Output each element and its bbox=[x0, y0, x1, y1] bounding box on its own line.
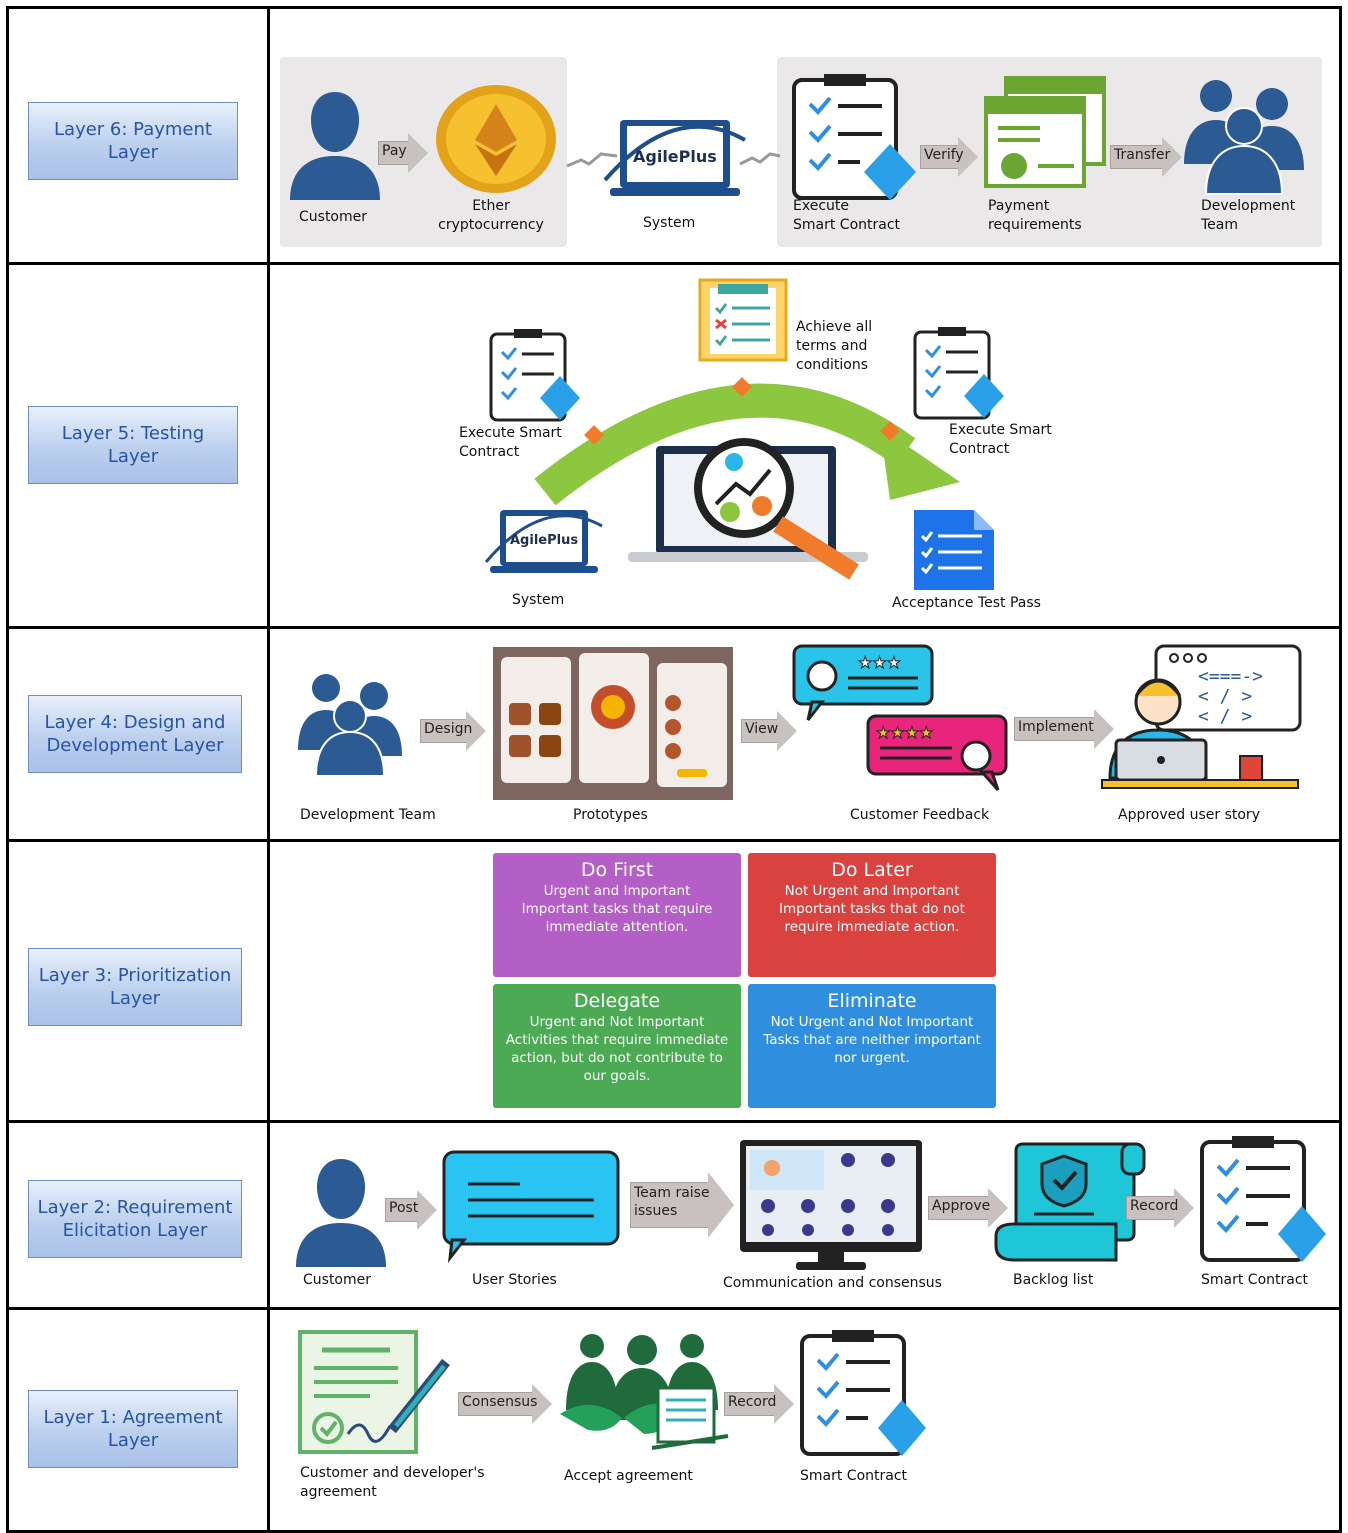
prototypes-screens-image bbox=[493, 647, 733, 800]
row-divider bbox=[9, 1120, 1339, 1123]
smart-contract-icon bbox=[1200, 1136, 1326, 1262]
backlog-caption: Backlog list bbox=[1013, 1272, 1094, 1288]
layer-5-label: Layer 5: Testing Layer bbox=[28, 406, 238, 484]
user-stories-bubble-icon bbox=[442, 1150, 620, 1264]
link-icon bbox=[566, 152, 618, 168]
testing-arc-arrow bbox=[534, 377, 960, 506]
quadrant-title: Do Later bbox=[831, 859, 913, 881]
quadrant-do-later: Do Later Not Urgent and Important Import… bbox=[748, 853, 996, 977]
smart-contract-caption: Smart Contract bbox=[1201, 1272, 1309, 1288]
ether-caption: Ether cryptocurrency bbox=[438, 198, 544, 233]
video-conference-monitor-icon bbox=[740, 1140, 922, 1270]
development-team-icon bbox=[1184, 80, 1304, 195]
implement-arrow: Implement bbox=[1014, 709, 1114, 749]
quadrant-title: Do First bbox=[580, 859, 654, 881]
execute-left-caption: Execute Smart Contract bbox=[459, 425, 562, 460]
layer-grid bbox=[6, 6, 1342, 1533]
agreement-caption: Customer and developer's agreement bbox=[300, 1465, 485, 1500]
ether-coin-icon bbox=[436, 85, 556, 193]
quadrant-delegate: Delegate Urgent and Not Important Activi… bbox=[493, 984, 741, 1108]
column-divider bbox=[267, 9, 270, 1530]
approve-arrow: Approve bbox=[928, 1188, 1008, 1228]
customer-icon bbox=[290, 92, 380, 200]
quadrant-text: Urgent and Important Important tasks tha… bbox=[521, 882, 713, 936]
agileplus-logo-text: AgilePlus bbox=[633, 147, 717, 166]
system-caption: System bbox=[643, 215, 696, 231]
layer-3-label: Layer 3: Prioritization Layer bbox=[28, 948, 242, 1026]
smart-contract-icon bbox=[913, 327, 1004, 420]
customer-caption: Customer bbox=[303, 1272, 372, 1288]
feedback-caption: Customer Feedback bbox=[850, 807, 990, 823]
pay-arrow: Pay bbox=[378, 133, 428, 173]
link-icon bbox=[739, 152, 781, 166]
devteam-caption: Development Team bbox=[300, 807, 436, 823]
stories-caption: User Stories bbox=[472, 1272, 557, 1288]
payment-caption: Payment requirements bbox=[988, 198, 1082, 233]
team-raise-arrow: Team raise issues bbox=[630, 1172, 734, 1238]
accept-caption: Accept agreement bbox=[564, 1468, 693, 1484]
approved-caption: Approved user story bbox=[1118, 807, 1260, 823]
view-arrow: View bbox=[741, 711, 797, 751]
record-arrow: Record bbox=[1126, 1188, 1194, 1228]
quadrant-do-first: Do First Urgent and Important Important … bbox=[493, 853, 741, 977]
development-team-icon bbox=[298, 674, 402, 777]
system-caption: System bbox=[512, 592, 565, 608]
quadrant-text: Not Urgent and Not Important Tasks that … bbox=[763, 1013, 981, 1067]
agileplus-laptop-icon bbox=[484, 510, 603, 573]
prototypes-caption: Prototypes bbox=[573, 807, 648, 823]
backlog-scroll-icon bbox=[994, 1142, 1146, 1262]
layer-6-label: Layer 6: Payment Layer bbox=[28, 102, 238, 180]
quadrant-eliminate: Eliminate Not Urgent and Not Important T… bbox=[748, 984, 996, 1108]
row-divider bbox=[9, 626, 1339, 629]
approved-user-story-icon: <===-> < / > < / > bbox=[1101, 644, 1302, 789]
post-arrow: Post bbox=[385, 1190, 437, 1230]
quadrant-title: Eliminate bbox=[827, 990, 917, 1012]
agileplus-laptop-icon bbox=[603, 120, 746, 196]
record-arrow: Record bbox=[724, 1384, 794, 1424]
layer-4-label: Layer 4: Design and Development Layer bbox=[28, 695, 242, 773]
acceptance-caption: Acceptance Test Pass bbox=[892, 595, 1041, 611]
agileplus-logo-text: AgilePlus bbox=[510, 533, 579, 548]
analytics-laptop-icon bbox=[628, 438, 868, 580]
svg-text:★★★★: ★★★★ bbox=[876, 723, 933, 742]
smart-contract-caption: Smart Contract bbox=[800, 1468, 908, 1484]
communication-caption: Communication and consensus bbox=[723, 1275, 942, 1291]
smart-contract-icon bbox=[800, 1330, 926, 1456]
devteam-caption: Development Team bbox=[1201, 198, 1296, 233]
row-divider bbox=[9, 1307, 1339, 1310]
layer-1-label: Layer 1: Agreement Layer bbox=[28, 1390, 238, 1468]
verify-arrow: Verify bbox=[920, 137, 978, 177]
transfer-arrow: Transfer bbox=[1110, 137, 1182, 177]
achieve-caption: Achieve all terms and conditions bbox=[796, 319, 873, 373]
checklist-icon bbox=[698, 278, 788, 362]
customer-caption: Customer bbox=[299, 209, 368, 225]
smart-contract-icon bbox=[489, 329, 580, 422]
svg-text:< / >: < / > bbox=[1198, 706, 1252, 727]
agreement-document-icon bbox=[298, 1330, 450, 1454]
svg-text:< / >: < / > bbox=[1198, 686, 1252, 707]
svg-text:★★★: ★★★ bbox=[858, 653, 901, 672]
consensus-arrow: Consensus bbox=[458, 1384, 552, 1424]
customer-feedback-icon: ★★★ ★★★★ bbox=[792, 644, 1008, 791]
payment-requirements-icon bbox=[984, 76, 1106, 188]
acceptance-document-icon bbox=[914, 510, 994, 590]
execute-right-caption: Execute Smart Contract bbox=[949, 422, 1052, 457]
quadrant-text: Urgent and Not Important Activities that… bbox=[505, 1013, 729, 1085]
smart-contract-icon bbox=[792, 74, 916, 200]
design-arrow: Design bbox=[420, 711, 486, 751]
svg-text:<===->: <===-> bbox=[1198, 666, 1263, 687]
layer-2-label: Layer 2: Requirement Elicitation Layer bbox=[28, 1180, 242, 1258]
row-divider bbox=[9, 839, 1339, 842]
execute-caption: Execute Smart Contract bbox=[793, 198, 901, 233]
quadrant-title: Delegate bbox=[573, 990, 661, 1012]
row-divider bbox=[9, 262, 1339, 265]
quadrant-text: Not Urgent and Important Important tasks… bbox=[779, 882, 965, 936]
customer-icon bbox=[296, 1159, 386, 1267]
handshake-agreement-icon bbox=[560, 1334, 729, 1450]
